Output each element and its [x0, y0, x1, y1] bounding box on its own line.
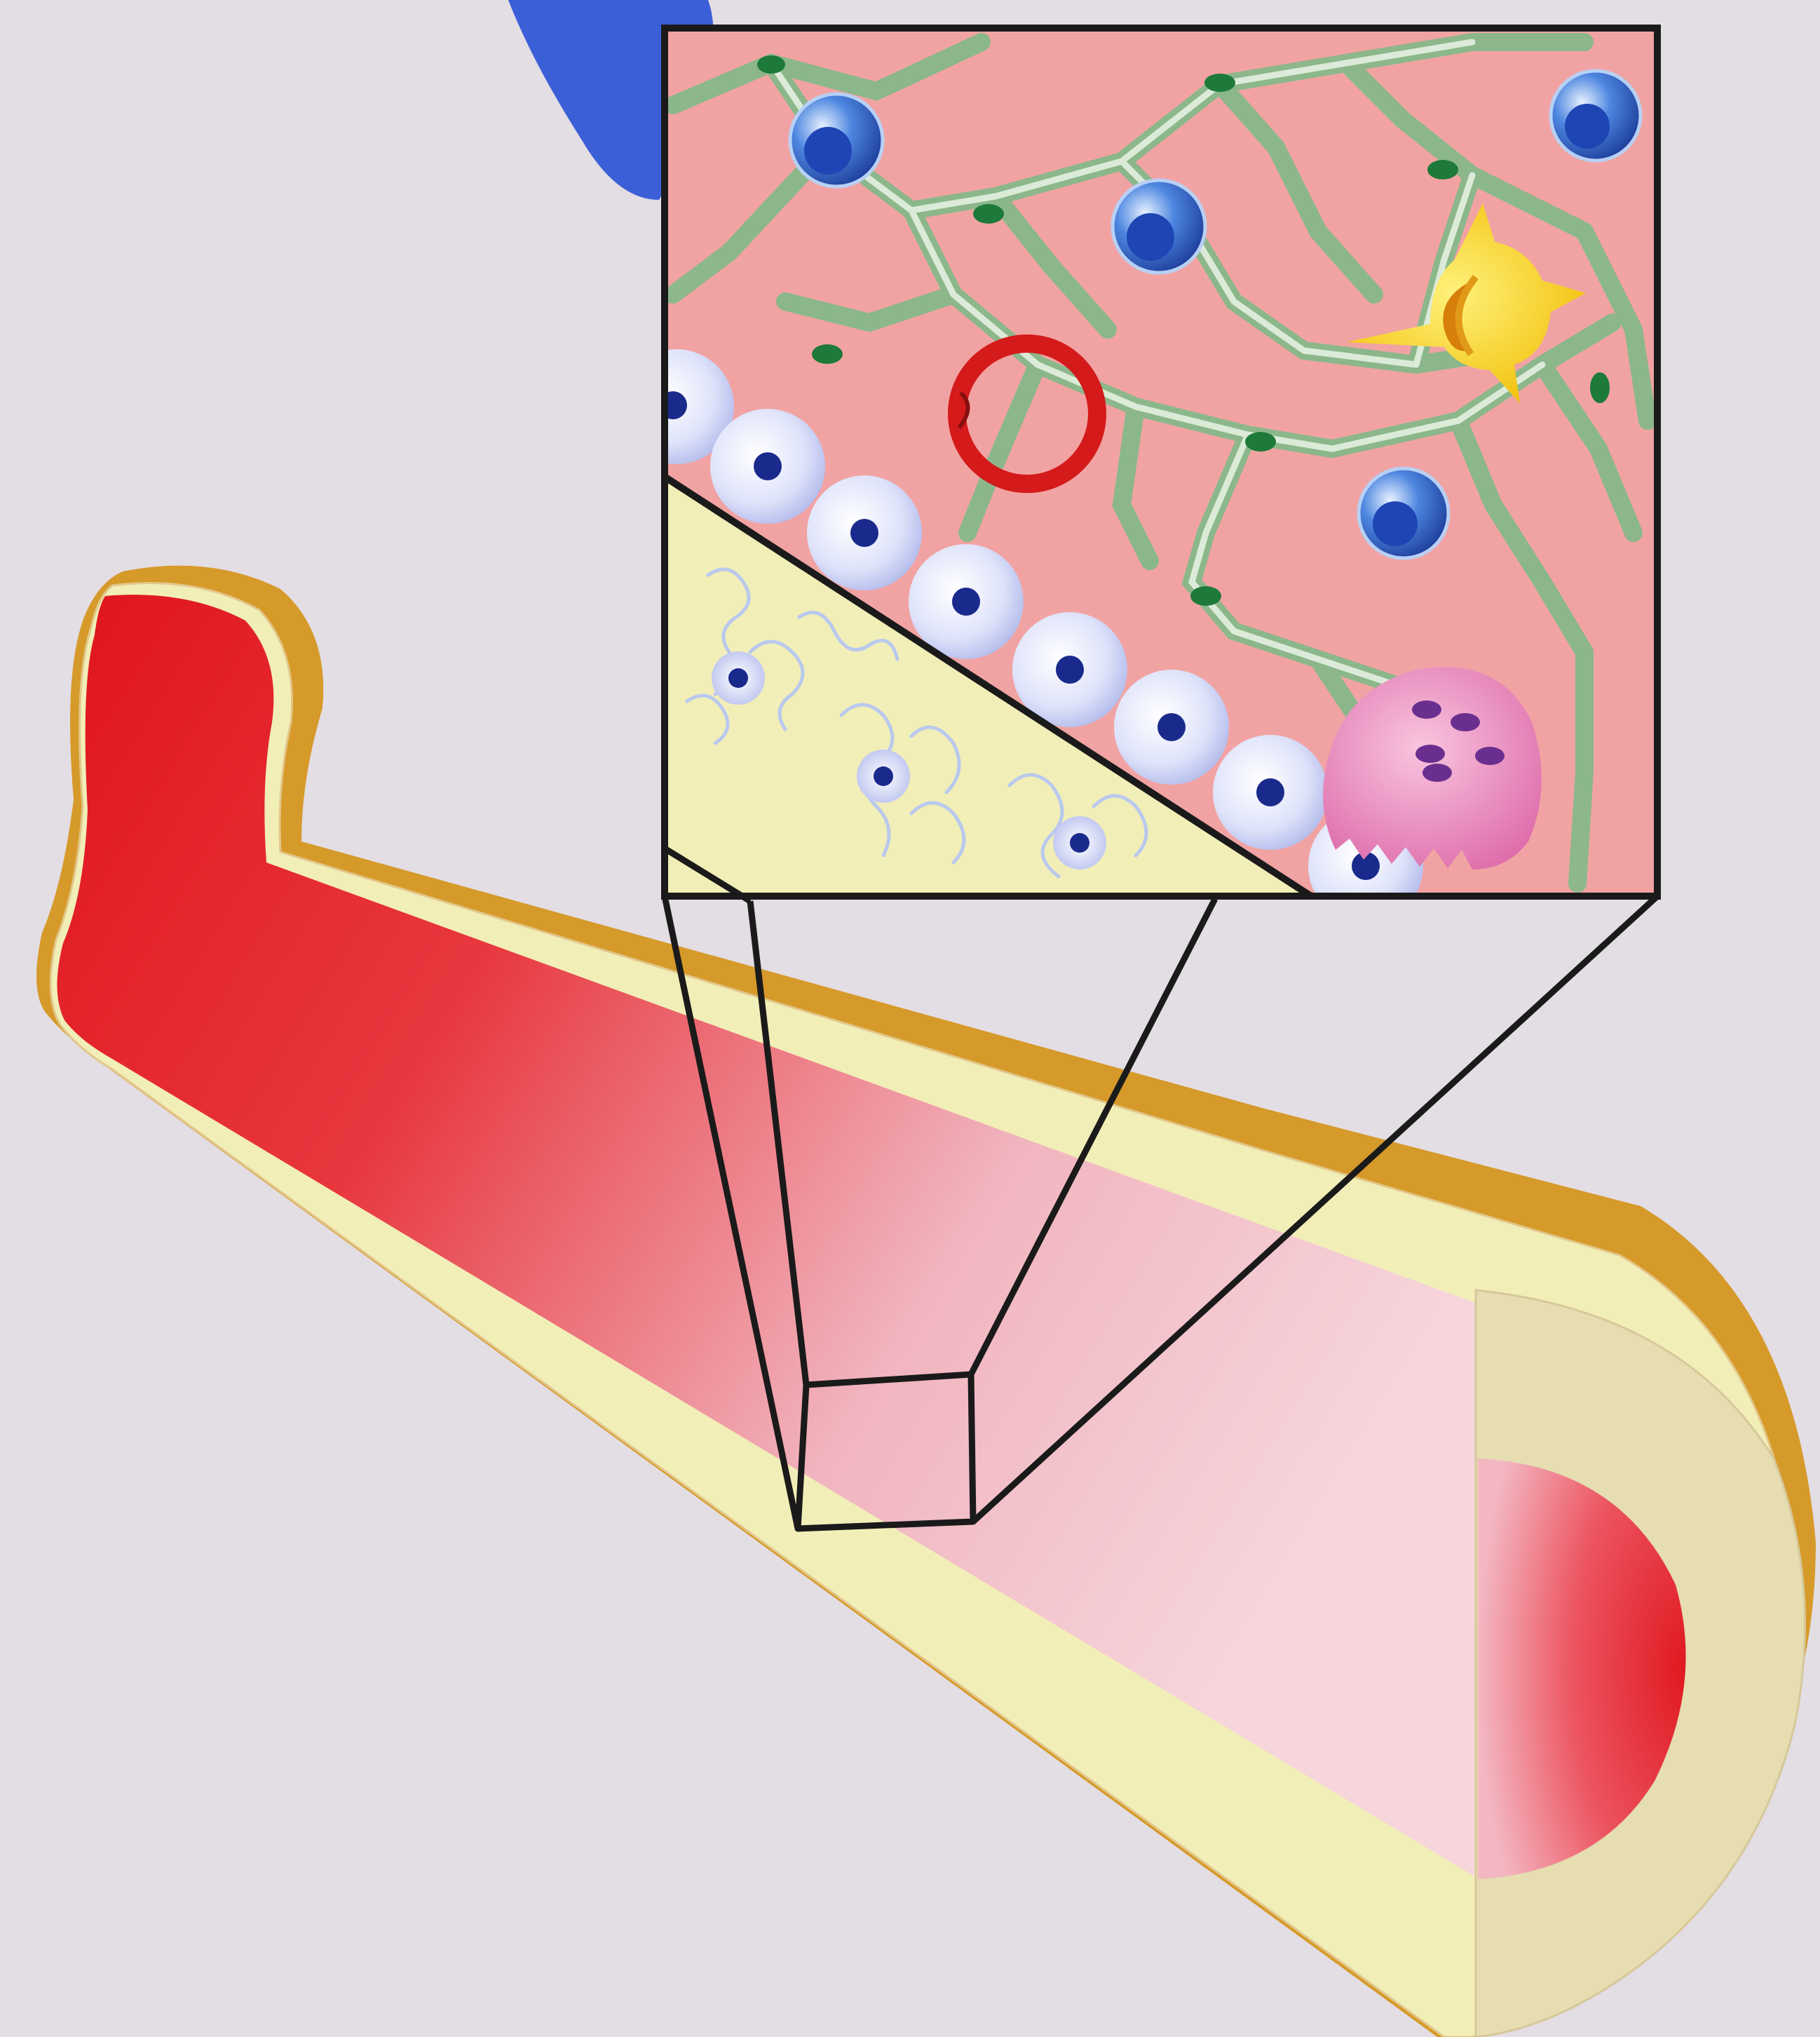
endosteal-cell — [1213, 735, 1328, 850]
stem-cell — [1113, 180, 1205, 273]
endosteal-cell — [807, 475, 922, 590]
stem-cell — [1359, 468, 1448, 558]
endosteal-cell — [909, 544, 1024, 659]
stem-cell — [1551, 71, 1641, 161]
osteocyte — [1053, 816, 1106, 869]
stem-cell — [790, 94, 883, 187]
osteocyte — [712, 651, 765, 705]
endosteal-cell — [710, 409, 825, 524]
magnified-inset — [619, 28, 1657, 923]
osteocyte — [857, 750, 910, 803]
endosteal-cell — [1114, 670, 1229, 785]
